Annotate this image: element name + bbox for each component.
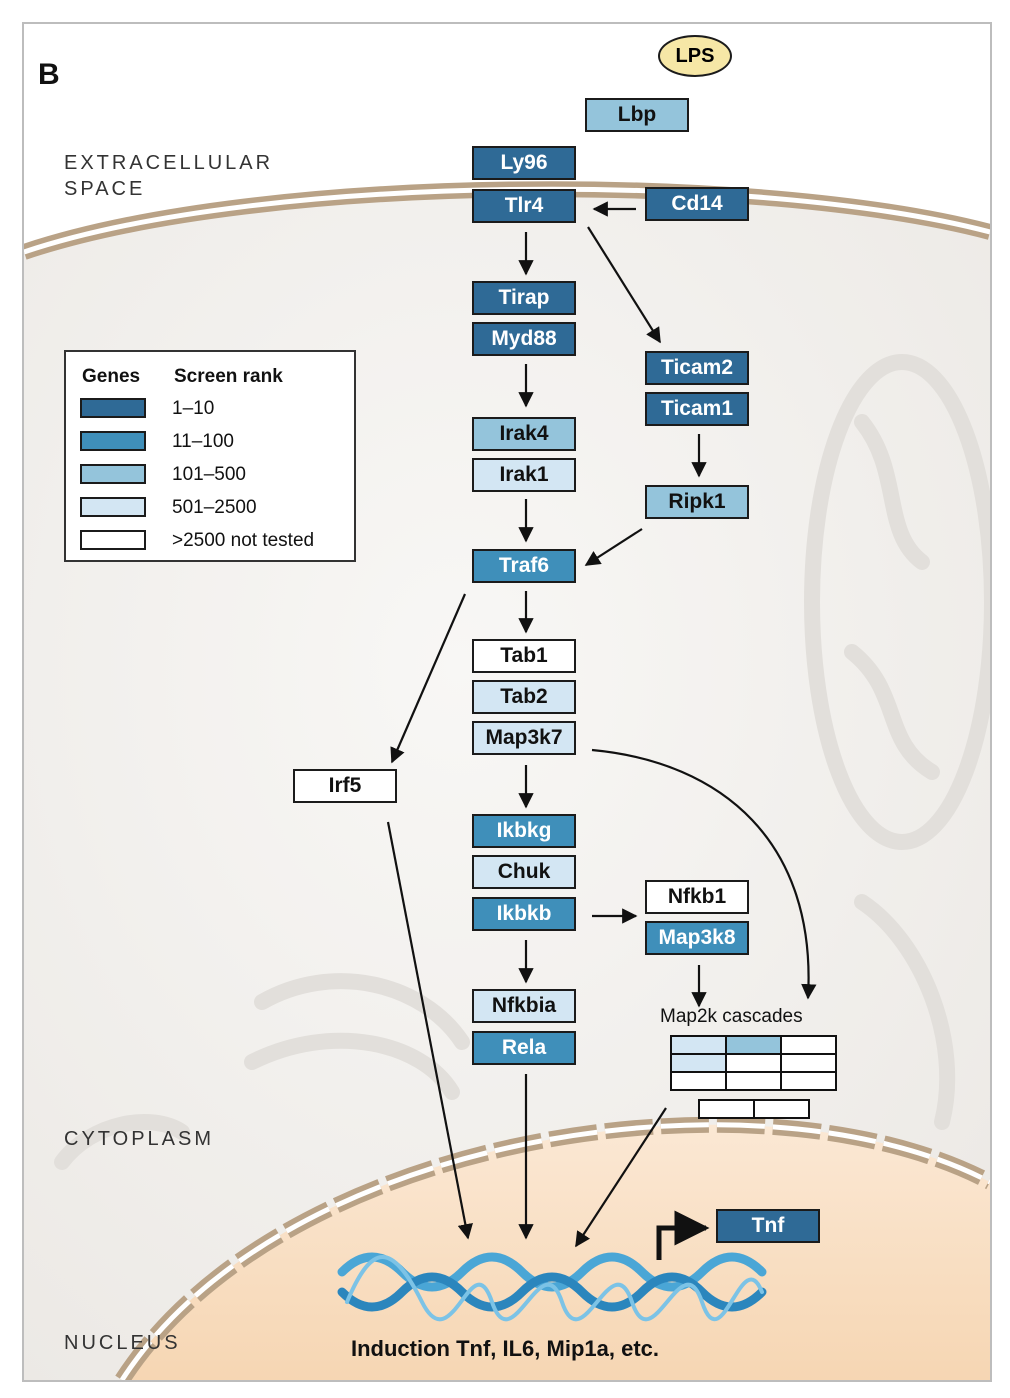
gene-chuk: Chuk — [472, 855, 576, 889]
gene-irak4: Irak4 — [472, 417, 576, 451]
map2k-cascades-label: Map2k cascades — [660, 1006, 803, 1027]
pathway-arrows — [386, 201, 817, 1248]
gene-ticam2: Ticam2 — [645, 351, 749, 385]
legend-label-2: 11–100 — [172, 431, 234, 452]
lps-ligand: LPS — [658, 35, 732, 77]
gene-tnf: Tnf — [716, 1209, 820, 1243]
legend-label-3: 101–500 — [172, 464, 246, 485]
dna-helix — [337, 1252, 767, 1322]
region-extracellular-line2: SPACE — [64, 178, 146, 200]
legend-swatch-5 — [80, 530, 146, 550]
region-cytoplasm: CYTOPLASM — [64, 1128, 214, 1150]
gene-ticam1: Ticam1 — [645, 392, 749, 426]
legend-label-1: 1–10 — [172, 398, 215, 419]
legend-label-4: 501–2500 — [172, 497, 257, 518]
gene-ikbkb: Ikbkb — [472, 897, 576, 931]
gene-map3k7: Map3k7 — [472, 721, 576, 755]
gene-myd88: Myd88 — [472, 322, 576, 356]
region-nucleus: NUCLEUS — [64, 1332, 181, 1354]
region-extracellular: EXTRACELLULAR SPACE — [64, 150, 273, 202]
legend-swatch-1 — [80, 398, 146, 418]
gene-cd14: Cd14 — [645, 187, 749, 221]
gene-tirap: Tirap — [472, 281, 576, 315]
legend-genes-header: Genes — [82, 366, 141, 387]
panel-label: B — [38, 58, 60, 91]
gene-traf6: Traf6 — [472, 549, 576, 583]
map2k-cascade-grid — [670, 1035, 837, 1119]
legend-label-5: >2500 not tested — [172, 530, 315, 551]
legend-swatch-4 — [80, 497, 146, 517]
legend-swatch-3 — [80, 464, 146, 484]
legend: Genes Screen rank 1–10 11–100 101–500 50… — [64, 350, 356, 562]
organelle-shapes — [54, 354, 990, 1170]
gene-ikbkg: Ikbkg — [472, 814, 576, 848]
gene-tlr4: Tlr4 — [472, 189, 576, 223]
gene-tab2: Tab2 — [472, 680, 576, 714]
gene-tab1: Tab1 — [472, 639, 576, 673]
legend-swatch-2 — [80, 431, 146, 451]
gene-rela: Rela — [472, 1031, 576, 1065]
gene-nfkbia: Nfkbia — [472, 989, 576, 1023]
gene-irf5: Irf5 — [293, 769, 397, 803]
gene-nfkb1: Nfkb1 — [645, 880, 749, 914]
gene-lbp: Lbp — [585, 98, 689, 132]
gene-map3k8: Map3k8 — [645, 921, 749, 955]
gene-irak1: Irak1 — [472, 458, 576, 492]
transcription-arrow — [656, 1210, 710, 1260]
induction-caption: Induction Tnf, IL6, Mip1a, etc. — [350, 1336, 659, 1361]
gene-ly96: Ly96 — [472, 146, 576, 180]
legend-rank-header: Screen rank — [174, 366, 283, 387]
gene-ripk1: Ripk1 — [645, 485, 749, 519]
region-extracellular-line1: EXTRACELLULAR — [64, 152, 274, 174]
nucleus-area — [122, 1124, 990, 1380]
